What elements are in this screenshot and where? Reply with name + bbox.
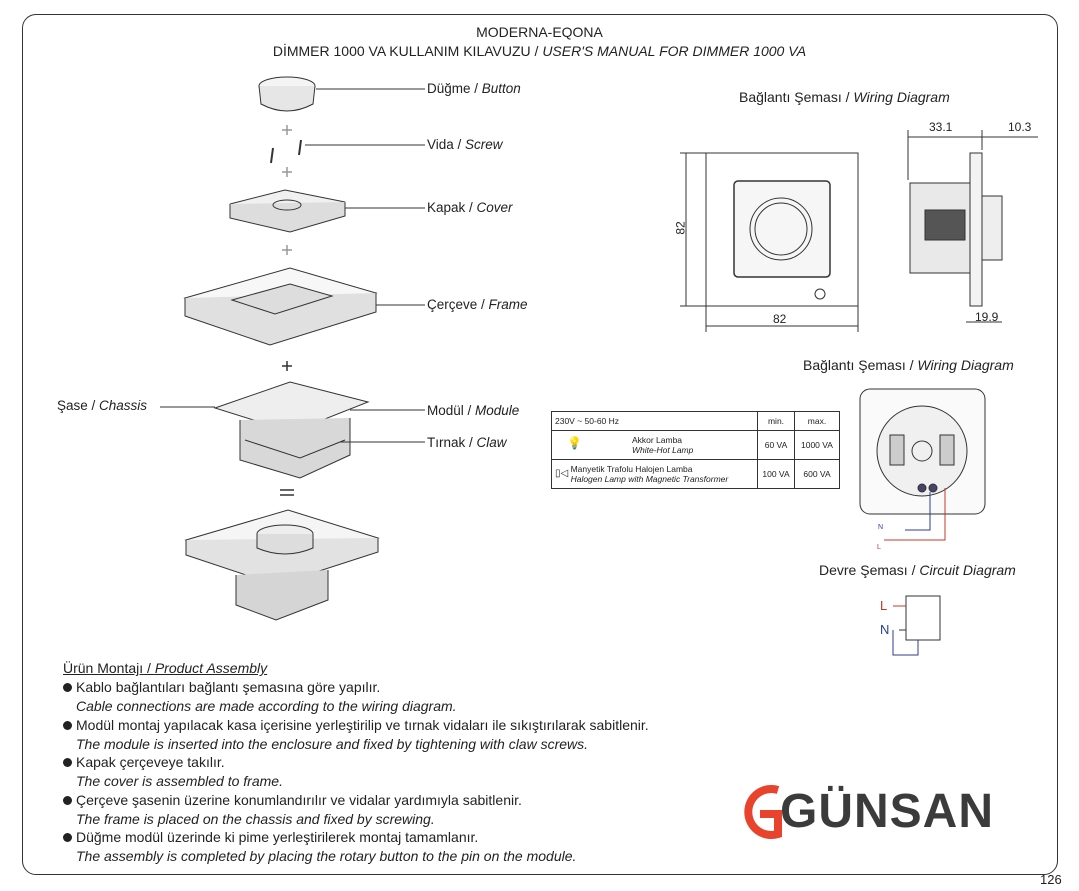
assembly-step-en: The assembly is completed by placing the… — [76, 848, 577, 864]
circuit-label-n: N — [880, 622, 890, 637]
assembly-step-tr: Modül montaj yapılacak kasa içerisine ye… — [63, 717, 649, 733]
side-view-drawing — [907, 130, 1038, 323]
bullet-icon — [63, 683, 72, 692]
spec-col-max: max. — [794, 411, 840, 431]
dim-height: 82 — [673, 221, 688, 235]
spec-row-min: 100 VA — [757, 459, 795, 489]
assembly-step-tr: Kablo bağlantıları bağlantı şemasına gör… — [63, 679, 380, 695]
title-en: USER'S MANUAL FOR DIMMER 1000 VA — [542, 43, 807, 59]
circuit-label-l: L — [880, 598, 888, 613]
module-drawing — [213, 381, 370, 479]
spec-row-max: 1000 VA — [794, 430, 840, 460]
label-chassis: Şase / Chassis — [57, 398, 148, 413]
label-module: Modül / Module — [427, 403, 520, 418]
row2-name-tr: Manyetik Trafolu Halojen Lamba — [570, 464, 693, 474]
spec-row-max: 600 VA — [794, 459, 840, 489]
label-claw: Tırnak / Claw — [427, 435, 507, 450]
wire-label-n: N — [878, 524, 884, 531]
dim-depth3: 19.9 — [975, 310, 999, 324]
assembly-step-en: The cover is assembled to frame. — [76, 773, 283, 789]
page-number: 126 — [1040, 872, 1062, 887]
transformer-icon: ▯◁ — [555, 468, 569, 480]
assembly-step-en: The frame is placed on the chassis and f… — [76, 811, 435, 827]
bullet-icon — [63, 796, 72, 805]
label-screw: Vida / Screw — [427, 137, 503, 152]
circuit-diagram-title: Devre Şeması / Circuit Diagram — [819, 562, 1016, 578]
circuit-drawing — [892, 595, 941, 656]
wiring-diagram-title-top: Bağlantı Şeması / Wiring Diagram — [739, 89, 950, 105]
label-button: Düğme / Button — [427, 81, 521, 96]
label-frame: Çerçeve / Frame — [427, 297, 528, 312]
bullet-icon — [63, 721, 72, 730]
dim-width: 82 — [773, 312, 787, 326]
assembly-step-tr: Çerçeve şasenin üzerine konumlandırılır … — [63, 792, 522, 808]
assembly-step-tr: Düğme modül üzerinde ki pime yerleştiril… — [63, 829, 478, 845]
label-cover: Kapak / Cover — [427, 200, 513, 215]
spec-col-min: min. — [757, 411, 795, 431]
dim-depth1: 33.1 — [929, 120, 953, 134]
wiring-diagram-title-mid: Bağlantı Şeması / Wiring Diagram — [803, 357, 1014, 373]
spec-row-min: 60 VA — [757, 430, 795, 460]
assembly-step-tr: Kapak çerçeveye takılır. — [63, 754, 225, 770]
button-drawing — [258, 76, 316, 112]
bullet-icon — [63, 833, 72, 842]
spec-header: 230V ~ 50-60 Hz — [551, 411, 758, 431]
front-view-drawing — [680, 152, 859, 332]
row2-name-en: Halogen Lamp with Magnetic Transformer — [570, 474, 729, 484]
gunsan-logo: GÜNSAN — [780, 785, 995, 838]
cover-drawing — [229, 189, 346, 233]
row1-name-en: White-Hot Lamp — [631, 445, 694, 455]
title-tr: DİMMER 1000 VA KULLANIM KILAVUZU / — [272, 43, 543, 59]
screw-drawing — [270, 139, 302, 164]
dim-depth2: 10.3 — [1008, 120, 1032, 134]
frame-drawing — [183, 267, 378, 346]
wire-label-l: L — [877, 544, 881, 551]
assembly-step-en: The module is inserted into the enclosur… — [76, 736, 589, 752]
page-title: DİMMER 1000 VA KULLANIM KILAVUZU / USER'… — [0, 43, 1079, 59]
assembly-step-en: Cable connections are made according to … — [76, 698, 457, 714]
module-wiring-drawing — [859, 388, 986, 515]
assembly-title: Ürün Montajı / Product Assembly — [63, 660, 268, 676]
bullet-icon — [63, 758, 72, 767]
page-border — [22, 14, 1058, 875]
assembled-drawing — [184, 509, 380, 621]
row1-name-tr: Akkor Lamba — [631, 435, 683, 445]
bulb-icon: 💡 — [567, 436, 582, 451]
brand-line: MODERNA-EQONA — [476, 24, 603, 40]
